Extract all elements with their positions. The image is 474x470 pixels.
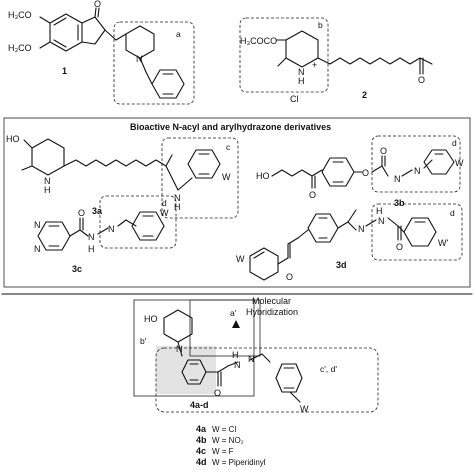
legend-text-4c: W = F [212,447,234,456]
atom-n4-3c: N [108,224,115,234]
atom-ho-3b: HO [256,171,270,181]
atom-w-4: W [300,404,309,414]
atom-ho-3a: HO [6,134,20,144]
atom-w-3d: W [236,254,245,264]
pharmacophore-box-d-3d [371,203,463,261]
atom-ho-4: HO [144,314,158,324]
atom-o-3d-amide: O [396,242,403,252]
compound-label-3a: 3a [92,206,103,216]
atom-cl-2: Cl [290,94,299,104]
legend-id-4d: 4d [196,457,207,467]
atom-n-4: N [176,344,183,354]
compound-3c: N N O N H N W 3c d [34,195,177,274]
derivatives-frame [3,117,471,288]
compound-label-3d: 3d [336,260,347,270]
compound-3a: HO N H N H W 3a c [6,134,239,219]
atom-o-ketone: O [94,0,101,9]
atom-h-2: H [298,76,305,86]
atom-w-3a: W [222,172,231,182]
pharmacophore-box-d-3b [371,135,461,193]
strategy-label-2: Hybridization [246,307,298,317]
legend-text-4d: W = Piperidinyl [212,458,266,467]
atom-n3-3c: N [88,232,95,242]
section-title: Bioactive N-acyl and arylhydrazone deriv… [130,122,331,132]
legend-text-4b: W = NO₂ [212,436,244,445]
atom-n-3a: N [44,176,51,186]
compound-label-2: 2 [362,90,367,100]
atom-h3co-bottom: H₃CO [8,43,32,53]
atom-o-3d-chalcone: O [286,272,293,282]
box-a-prime [189,299,261,357]
atom-o-3b-ketone: O [309,190,316,200]
atom-h-3d: H [376,206,383,216]
compound-3d: W O N H N O W' 3d d [236,203,463,282]
atom-h-3a: H [44,185,51,195]
atom-n1-3d: N [358,224,365,234]
compound-label-3b: 3b [394,198,405,208]
atom-h-4: H [232,350,239,360]
substituent-legend: 4a W = Cl 4b W = NO₂ 4c W = F 4d W = Pip… [196,424,266,467]
atom-n2-3c: N [34,244,41,254]
box-label-cd-prime: c', d' [320,364,337,374]
box-label-d-3c: d [162,198,167,208]
atom-o-4: O [214,388,221,398]
legend-text-4a: W = Cl [212,425,236,434]
compound-1: H₃CO H₃CO O N 1 a [8,0,195,105]
atom-n1-3c: N [34,220,41,230]
box-cd-prime [155,347,379,413]
atom-w-3b: W [455,158,464,168]
atom-o-3b-amide: O [380,146,387,156]
atom-wp-3d: W' [438,238,448,248]
atom-h3coco: H₃COCO [240,36,277,46]
atom-nh-2: N [298,67,305,77]
atom-w-3c: W [160,208,169,218]
legend-id-4b: 4b [196,435,207,445]
box-label-d-3d: d [450,208,455,218]
box-label-a: a [176,29,181,39]
atom-n-hydrazone-3a: N [174,193,181,203]
box-label-c: c [226,142,231,152]
compound-label-3c: 3c [72,264,82,274]
pharmacophore-box-b [239,17,329,93]
legend-id-4c: 4c [196,446,206,456]
strategy-label-1: Molecular [252,296,291,306]
pharmacophore-box-c [161,137,239,219]
box-label-a-prime: a' [230,308,237,318]
atom-n2-3b: N [414,166,421,176]
hybridization-arrow-icon [232,320,240,328]
atom-o-3c: O [78,208,85,218]
atom-h-3c: H [88,244,95,254]
compound-3b: HO O O O N N W 3b d [256,135,464,208]
compound-4: HO N N H N O W a' b' c', d' 4a-d [133,299,379,414]
compound-2: O H₃COCO N + H Cl 2 b [239,17,433,104]
atom-h3co-top: H₃CO [8,10,32,20]
atom-n-piperidine: N [136,54,143,64]
pharmacophore-box-a [113,21,195,105]
atom-h-hydrazone-3a: H [174,202,181,212]
atom-n2-4: N [248,354,255,364]
box-label-b: b [318,20,323,30]
box-label-d-3b: d [452,138,457,148]
compound-label-4: 4a-d [190,400,209,410]
atom-n-3b: N [394,174,401,184]
legend-id-4a: 4a [196,424,207,434]
atom-n2-3d: N [378,216,385,226]
atom-o-3b-ether: O [362,168,369,178]
compound-label-1: 1 [62,66,67,76]
box-label-b-prime: b' [140,336,147,346]
atom-n1-4: N [234,360,241,370]
pharmacophore-box-d-3c [99,195,177,249]
atom-o-2: O [418,75,425,85]
atom-plus: + [312,60,317,70]
